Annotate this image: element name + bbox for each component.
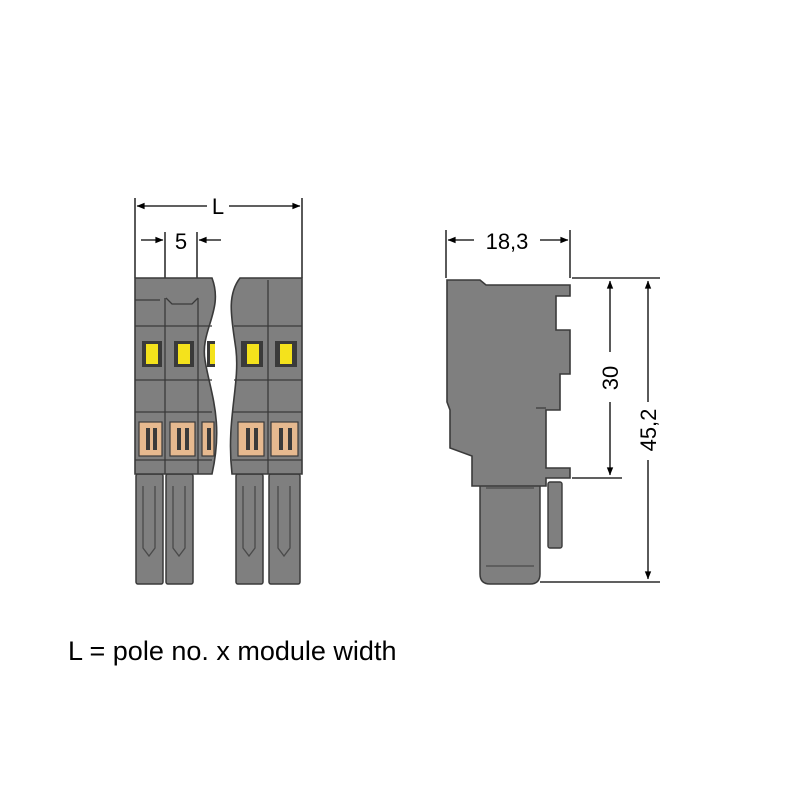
dimension-label-l: L [212, 194, 224, 219]
contact-window [169, 421, 196, 457]
pin [235, 473, 264, 585]
latch-pin [547, 481, 563, 549]
dimension-label-total-height: 45,2 [636, 409, 661, 452]
contact-window [138, 421, 163, 457]
contact-window [270, 421, 299, 457]
dimension-label-depth: 18,3 [486, 229, 529, 254]
side-view: 18,3 30 45,2 [445, 229, 661, 585]
pin [165, 473, 194, 585]
contact-window [237, 421, 265, 457]
pins [135, 473, 301, 585]
dimension-label-pitch: 5 [175, 229, 187, 254]
side-body [446, 279, 571, 487]
pin [268, 473, 301, 585]
release-button [146, 344, 158, 364]
release-button [178, 344, 190, 364]
release-button [210, 344, 215, 364]
pin [135, 473, 164, 585]
dimension-label-body-height: 30 [598, 366, 623, 390]
release-buttons [142, 341, 297, 367]
formula-note: L = pole no. x module width [68, 636, 397, 666]
front-view: L 5 [134, 194, 303, 585]
release-button [247, 344, 259, 364]
contact-windows [138, 421, 299, 457]
release-button [280, 344, 292, 364]
plug [479, 469, 541, 585]
